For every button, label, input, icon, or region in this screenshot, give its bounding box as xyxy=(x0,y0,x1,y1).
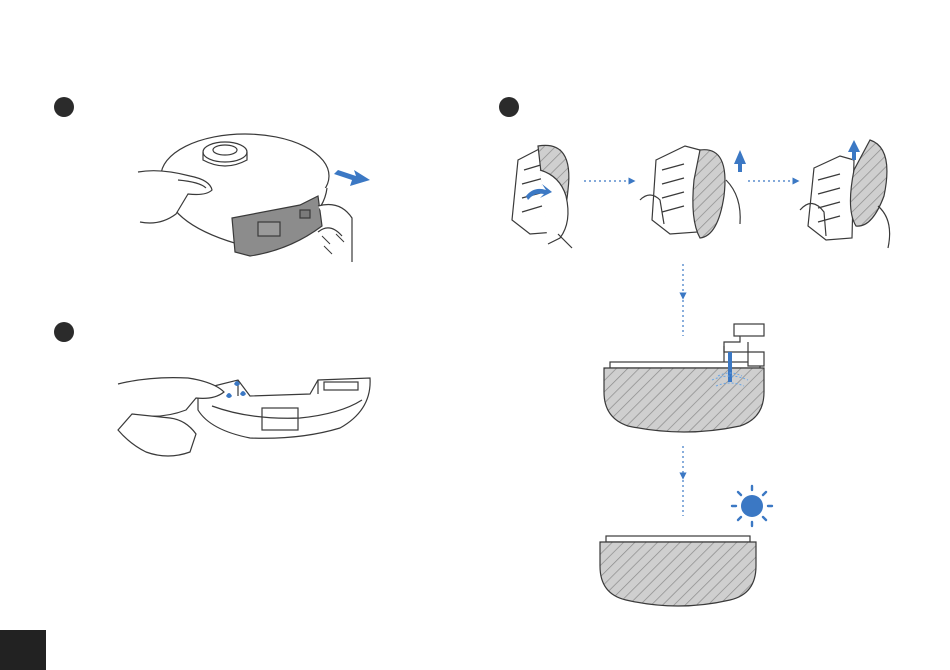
wash-pad-illustration xyxy=(604,324,764,432)
mop-pad-removal-sequence xyxy=(512,140,890,248)
sun-icon xyxy=(732,486,772,526)
slide-out-arrow-icon xyxy=(334,170,370,186)
page-footer-tab xyxy=(0,630,46,670)
lift-arrow-icon xyxy=(734,150,746,172)
wipe-module-base-illustration xyxy=(118,378,370,456)
robot-remove-module-illustration xyxy=(138,134,370,262)
dry-pad-illustration xyxy=(600,536,756,606)
lift-arrow-icon xyxy=(848,140,860,160)
